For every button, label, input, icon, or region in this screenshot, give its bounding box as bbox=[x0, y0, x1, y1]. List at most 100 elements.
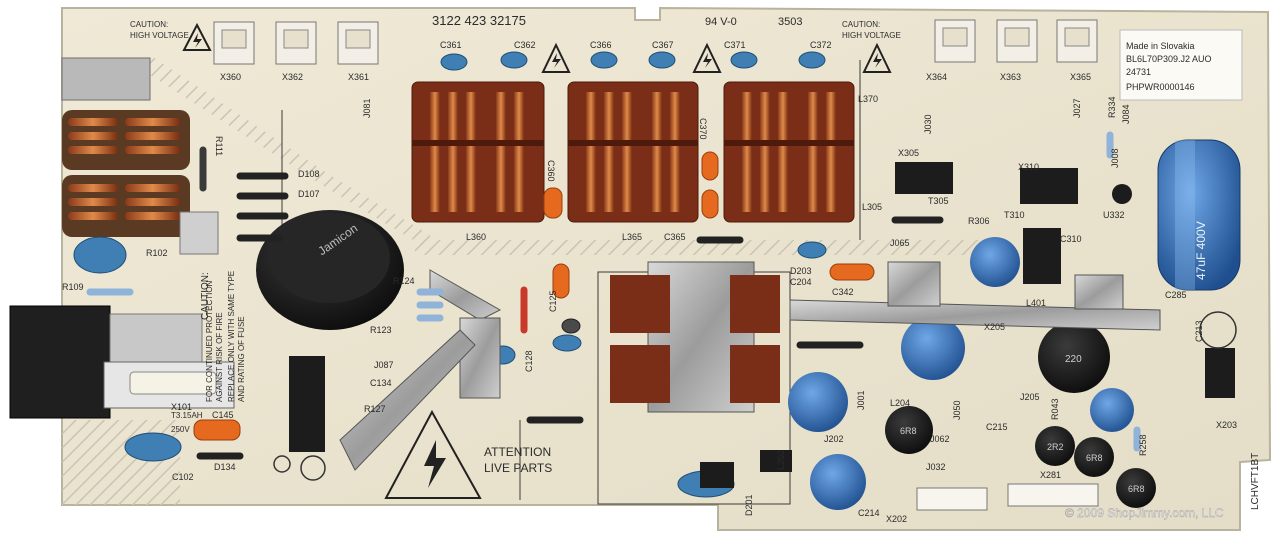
fuse-warning-line: AGAINST RISK OF FIRE bbox=[215, 312, 224, 402]
ref-designator: J081 bbox=[362, 98, 372, 118]
ref-designator: J084 bbox=[1121, 104, 1131, 124]
ref-designator: X205 bbox=[984, 322, 1005, 332]
ref-designator: T310 bbox=[1004, 210, 1025, 220]
axial-resistor bbox=[86, 131, 1141, 452]
ref-designator: R258 bbox=[1138, 434, 1148, 456]
hazard-triangle-icon bbox=[182, 22, 892, 499]
capacitor-value: 220 bbox=[1065, 354, 1082, 365]
ref-designator: L360 bbox=[466, 232, 486, 242]
choke-winding bbox=[68, 118, 180, 220]
fuse-rating: 250V bbox=[171, 425, 190, 434]
ref-designator: J065 bbox=[890, 238, 910, 248]
ul-rating: 94 V-0 bbox=[705, 16, 737, 28]
inductor-value: 6R8 bbox=[900, 426, 917, 436]
ref-designator: D134 bbox=[214, 462, 236, 472]
ref-designator: R111 bbox=[214, 136, 224, 156]
fuse-warning-title: CAUTION: bbox=[200, 272, 211, 320]
attention-label: ATTENTION bbox=[484, 445, 551, 459]
ref-designator: R334 bbox=[1107, 96, 1117, 118]
ref-designator: C134 bbox=[370, 378, 392, 388]
caution-label: HIGH VOLTAGE bbox=[130, 31, 189, 40]
inductor-value: 6R8 bbox=[1086, 453, 1103, 463]
ref-designator: X361 bbox=[348, 72, 369, 82]
ref-designator: C310 bbox=[1060, 234, 1082, 244]
label-line: BL6L70P309.J2 AUO bbox=[1126, 54, 1212, 64]
bulk-capacitor-blue bbox=[1157, 139, 1241, 291]
ref-designator: C360 bbox=[546, 160, 556, 182]
ref-designator: L370 bbox=[858, 94, 878, 104]
caution-label: HIGH VOLTAGE bbox=[842, 31, 901, 40]
board-connector bbox=[916, 483, 1099, 511]
ref-designator: R123 bbox=[370, 325, 392, 335]
ref-designator: J202 bbox=[824, 434, 844, 444]
transformer-divider bbox=[412, 140, 854, 146]
electrolytic-capacitor bbox=[788, 237, 1134, 510]
ref-designator: J030 bbox=[923, 114, 933, 134]
attention-label: LIVE PARTS bbox=[484, 461, 552, 475]
semiconductor bbox=[289, 162, 1235, 488]
capacitor-rating: 47uF 400V bbox=[1194, 221, 1208, 280]
ref-designator: D201 bbox=[744, 494, 754, 516]
ref-designator: X310 bbox=[1018, 162, 1039, 172]
fuse-warning-line: AND RATING OF FUSE bbox=[237, 316, 246, 402]
isolation-hatch bbox=[150, 55, 430, 250]
ref-designator: C370 bbox=[698, 118, 708, 140]
converter-transformer bbox=[610, 261, 780, 413]
ref-designator: C362 bbox=[514, 40, 536, 50]
lightning-icon bbox=[193, 33, 882, 488]
inductor-value: 6R8 bbox=[1128, 484, 1145, 494]
ref-designator: X364 bbox=[926, 72, 947, 82]
caution-label: CAUTION: bbox=[842, 20, 880, 29]
hv-transformer bbox=[411, 81, 855, 223]
ref-designator: R127 bbox=[364, 404, 386, 414]
axial-diode bbox=[196, 172, 944, 460]
ref-designator: R102 bbox=[146, 248, 168, 258]
ref-designator: J205 bbox=[1020, 392, 1040, 402]
header-connector bbox=[213, 19, 1098, 65]
ref-designator: J001 bbox=[856, 390, 866, 410]
ref-designator: L204 bbox=[890, 398, 910, 408]
ref-designator: X362 bbox=[282, 72, 303, 82]
ref-designator: X363 bbox=[1000, 72, 1021, 82]
x-capacitor bbox=[179, 211, 219, 255]
fuse-warning-line: FOR CONTINUED PROTECTION bbox=[205, 280, 214, 402]
ref-designator: C342 bbox=[832, 287, 854, 297]
side-code: LCHVFT1BT bbox=[1250, 453, 1261, 510]
ref-designator: C214 bbox=[858, 508, 880, 518]
ref-designator: C102 bbox=[172, 472, 194, 482]
ref-designator: X365 bbox=[1070, 72, 1091, 82]
ref-designator: C128 bbox=[524, 350, 534, 372]
isolation-hatch bbox=[415, 240, 900, 255]
label-made-in: Made in Slovakia bbox=[1126, 41, 1195, 51]
ref-designator: J027 bbox=[1072, 98, 1082, 118]
ref-designator: R124 bbox=[393, 276, 415, 286]
ref-designator: R109 bbox=[62, 282, 84, 292]
ref-designator: D108 bbox=[298, 169, 320, 179]
ref-designator: C367 bbox=[652, 40, 674, 50]
ref-designator: C125 bbox=[548, 290, 558, 312]
ref-designator: C365 bbox=[664, 232, 686, 242]
ref-designator: L365 bbox=[622, 232, 642, 242]
transformer-windings bbox=[430, 92, 836, 212]
ref-designator: C371 bbox=[724, 40, 746, 50]
watermark: © 2009 ShopJimmy.com, LLC bbox=[1065, 506, 1224, 520]
heatsink bbox=[339, 261, 1161, 471]
ref-designator: X360 bbox=[220, 72, 241, 82]
ref-designator: J050 bbox=[952, 400, 962, 420]
label-line: 24731 bbox=[1126, 67, 1151, 77]
silkscreen-symbol bbox=[273, 311, 1237, 481]
ref-designator: X203 bbox=[1216, 420, 1237, 430]
ref-designator: C366 bbox=[590, 40, 612, 50]
caution-label: CAUTION: bbox=[130, 20, 168, 29]
ref-designator: L202 bbox=[776, 450, 786, 470]
ref-designator: J032 bbox=[926, 462, 946, 472]
ref-designator: C204 bbox=[790, 277, 812, 287]
ref-designator: C361 bbox=[440, 40, 462, 50]
ref-designator: C215 bbox=[986, 422, 1008, 432]
ref-designator: X281 bbox=[1040, 470, 1061, 480]
ref-designator: D203 bbox=[790, 266, 812, 276]
ref-designator: X202 bbox=[886, 514, 907, 524]
ref-designator: L401 bbox=[1026, 298, 1046, 308]
